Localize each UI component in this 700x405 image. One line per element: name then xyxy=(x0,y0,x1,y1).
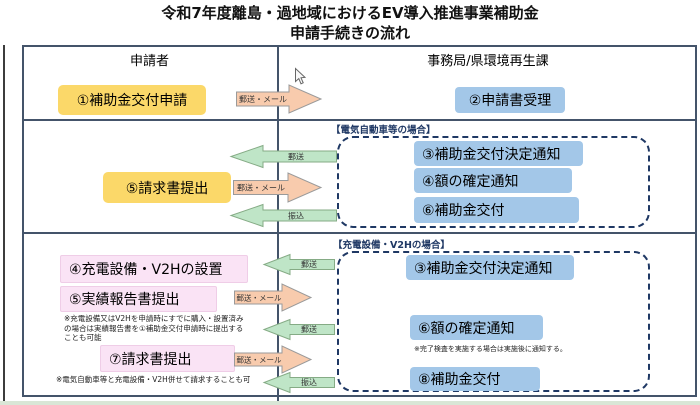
arrow-shape xyxy=(262,371,335,394)
box-ev-step4-amount-confirmation-notice: ④額の確定通知 xyxy=(414,168,572,193)
arrow-shape xyxy=(234,345,313,374)
box-ev-step5-invoice-submission: ⑤請求書提出 xyxy=(103,172,231,203)
arrow-left-transfer-v2h: 振込 xyxy=(262,371,335,394)
page-title-line2: 申請手続きの流れ xyxy=(289,24,410,42)
arrow-label: 郵送 xyxy=(301,259,317,269)
box-v2h-step3-grant-decision-notice: ③補助金交付決定通知 xyxy=(406,255,574,280)
note-v2h-step6: ※完了検査を実施する場合は実施後に通知する。 xyxy=(414,345,567,353)
column-header-office: 事務局/県環境再生課 xyxy=(427,54,549,69)
box-v2h-step5-report-submission: ⑤実績報告書提出 xyxy=(60,286,217,312)
row-divider-2 xyxy=(22,232,697,234)
arrow-label: 郵送・メール xyxy=(239,94,287,104)
note-v2h-step5: ※充電設備又はV2Hを申請時にすでに購入・設置済み の場合は実績報告書を①補助金… xyxy=(64,314,299,343)
box-step1-subsidy-application: ①補助金交付申請 xyxy=(58,85,206,115)
box-v2h-step8-subsidy-payment: ⑧補助金交付 xyxy=(410,367,540,391)
page-title: 令和7年度離島・過地域におけるEV導入推進事業補助金 申請手続きの流れ xyxy=(0,3,700,43)
arrow-label: 郵送 xyxy=(288,152,304,162)
box-step2-application-receipt: ②申請書受理 xyxy=(455,87,565,113)
arrow-shape xyxy=(236,84,323,114)
note-v2h-step5-line2: の場合は実績報告書を①補助金交付申請時に提出する xyxy=(64,323,244,333)
note-v2h-step5-line1: ※充電設備又はV2Hを申請時にすでに購入・設置済み xyxy=(64,314,244,323)
box-ev-step6-subsidy-payment: ⑥補助金交付 xyxy=(414,197,579,223)
arrow-left-transfer-ev: 振込 xyxy=(229,203,337,228)
arrow-label: 郵送・メール xyxy=(237,293,282,303)
arrow-label: 振込 xyxy=(301,377,317,387)
arrow-right-mail-email-row1: 郵送・メール xyxy=(236,84,323,114)
arrow-right-mail-email-v2h-1: 郵送・メール xyxy=(234,283,313,312)
note-v2h-step5-line3: ことも可能 xyxy=(64,333,102,342)
arrow-shape xyxy=(262,318,335,341)
arrow-shape xyxy=(234,283,313,312)
bottom-edge-strip xyxy=(0,401,700,405)
column-divider xyxy=(277,45,279,402)
arrow-left-mail-ev: 郵送 xyxy=(229,144,337,169)
arrow-label: 振込 xyxy=(288,211,304,221)
arrow-shape xyxy=(229,144,337,169)
arrow-shape xyxy=(229,203,337,228)
arrow-label: 郵送・メール xyxy=(237,355,282,365)
section-ev-label: 【電気自動車等の場合】 xyxy=(331,125,436,136)
section-ev-dashed-group xyxy=(337,136,650,228)
arrow-label: 郵送 xyxy=(301,324,317,334)
page-left-edge xyxy=(3,45,5,402)
arrow-label: 郵送・メール xyxy=(237,183,285,193)
arrow-shape xyxy=(262,253,335,276)
note-v2h-step7: ※電気自動車等と充電設備・V2H併せて請求することも可 xyxy=(56,375,251,384)
mouse-cursor-icon xyxy=(295,67,307,85)
arrow-right-mail-email-ev: 郵送・メール xyxy=(233,172,323,203)
arrow-shape xyxy=(233,172,323,203)
section-v2h-dashed-group xyxy=(337,251,650,392)
table-frame xyxy=(22,45,697,397)
row-divider-1 xyxy=(22,119,697,121)
arrow-left-mail-v2h-1: 郵送 xyxy=(262,253,335,276)
column-header-applicant: 申請者 xyxy=(129,54,169,69)
page-title-line1: 令和7年度離島・過地域におけるEV導入推進事業補助金 xyxy=(161,4,539,22)
arrow-left-mail-v2h-2: 郵送 xyxy=(262,318,335,341)
box-v2h-step6-amount-confirmation-notice: ⑥額の確定通知 xyxy=(410,315,543,340)
section-v2h-label: 【充電設備・V2Hの場合】 xyxy=(333,240,450,251)
cursor-shape xyxy=(295,67,307,85)
box-v2h-step7-invoice-submission: ⑦請求書提出 xyxy=(100,345,235,372)
box-v2h-step4-install-charger: ④充電設備・V2Hの設置 xyxy=(60,255,248,283)
box-ev-step3-grant-decision-notice: ③補助金交付決定通知 xyxy=(414,141,583,166)
arrow-right-mail-email-v2h-2: 郵送・メール xyxy=(234,345,313,374)
